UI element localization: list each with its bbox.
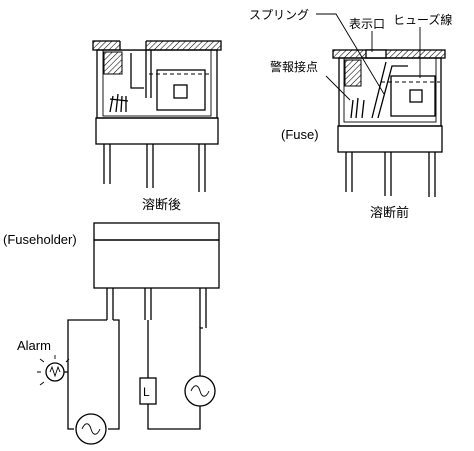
fuse-cap [92,40,222,51]
fuse-base [95,117,219,145]
ac-source-icon [75,413,107,445]
fuse-cap-right [332,49,446,59]
alarm-circuit [67,319,203,430]
fuse-element-square-right [409,89,423,103]
fuse-element-box-right [390,75,436,117]
label-fuseholder: (Fuseholder) [3,232,77,247]
fuseholder [93,222,220,328]
fuse-element-square [173,84,188,99]
label-after-blown: 溶断後 [142,197,181,212]
alarm-lamp-icon [37,355,70,386]
indicator-window-open [120,40,146,50]
fuse-element-box [156,69,206,111]
label-fuse: (Fuse) [281,127,319,142]
inner-compartment [102,49,212,117]
label-alarm-contact: 警報接点 [270,59,318,74]
fuseholder-top [93,222,220,241]
fuse-after-blown [92,40,222,192]
inner-compartment-right [343,57,437,123]
label-fuse-wire: ヒューズ線 [393,12,452,27]
spring-block [103,51,123,75]
spring-block-right [344,59,362,87]
label-spring: スプリング [249,8,309,22]
ac-source-icon-2 [184,375,216,407]
load-box [139,377,157,405]
fuse-base-right [337,125,443,153]
label-before-blown: 溶断前 [370,205,409,220]
label-load: L [143,385,150,399]
fuse-before-blown [316,13,446,197]
indicator-window-closed [365,49,387,59]
label-indicator-window: 表示口 [349,17,385,31]
label-alarm: Alarm [17,338,51,353]
fuseholder-body [93,239,220,289]
